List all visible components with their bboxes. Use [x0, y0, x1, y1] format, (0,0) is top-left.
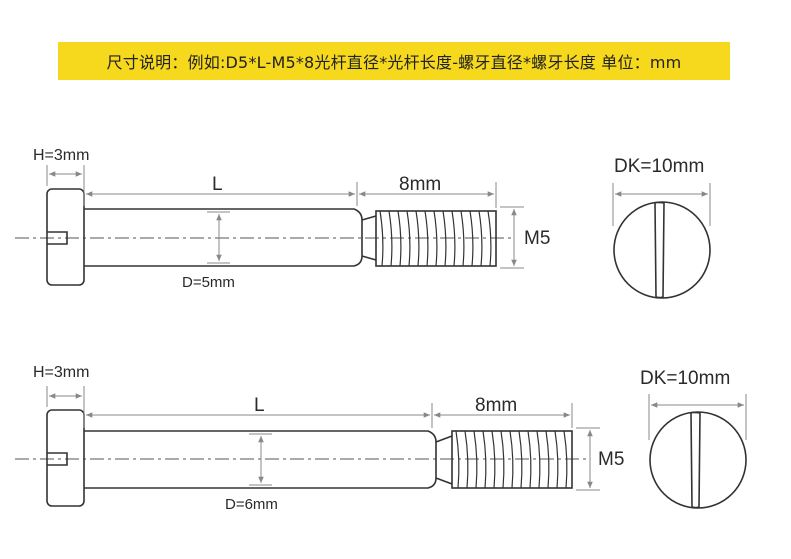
screw-1-dimensions: [46, 165, 711, 269]
thread-line: [469, 210, 474, 267]
screw-1-thread-length-label: 8mm: [399, 174, 441, 195]
screw-2-head-diameter-label: DK=10mm: [640, 368, 730, 389]
screw-1-side-view: [15, 188, 512, 286]
screw-1-neck: [361, 215, 377, 261]
screw-2-thread-lines: [455, 430, 568, 489]
screw-1-head-diameter-label: DK=10mm: [614, 156, 704, 177]
screw-1-head-circle: [613, 201, 711, 299]
screw-2-thread-size-label: M5: [598, 449, 624, 470]
screw-2-thread-length-label: 8mm: [475, 395, 517, 416]
thread-line: [563, 430, 568, 489]
thread-line: [424, 210, 429, 267]
screw-2-shank: [84, 430, 437, 489]
screw-1-thread-size-label: M5: [524, 228, 550, 249]
thread-line: [491, 430, 496, 489]
thread-line: [527, 430, 532, 489]
screw-1-shank-length-label: L: [212, 174, 223, 195]
thread-line: [442, 210, 447, 267]
screw-1-head: [46, 188, 85, 286]
screw-1-shank: [84, 208, 363, 267]
thread-line: [509, 430, 514, 489]
spec-banner: 尺寸说明：例如:D5*L-M5*8光杆直径*光杆长度-螺牙直径*螺牙长度 单位：…: [58, 42, 730, 80]
thread-line: [379, 210, 384, 267]
thread-line: [415, 210, 420, 267]
screw-2-diameter-label: D=6mm: [225, 496, 278, 513]
screw-2-end-view: [649, 411, 747, 509]
thread-line: [433, 210, 438, 267]
screw-1-head-height-label: H=3mm: [33, 147, 89, 164]
screw-2-end-slot: [690, 411, 701, 509]
thread-line: [545, 430, 550, 489]
screw-2-head-slot: [47, 452, 68, 466]
screw-2-shank-length-label: L: [254, 395, 265, 416]
thread-line: [518, 430, 523, 489]
screw-2-neck: [435, 435, 453, 485]
screw-1-end-view: [613, 201, 711, 299]
thread-line: [451, 210, 456, 267]
screw-2-dimensions: [46, 386, 747, 491]
thread-line: [482, 430, 487, 489]
thread-line: [536, 430, 541, 489]
thread-line: [554, 430, 559, 489]
thread-line: [500, 430, 505, 489]
thread-line: [388, 210, 393, 267]
thread-line: [406, 210, 411, 267]
spec-description: 尺寸说明：例如:D5*L-M5*8光杆直径*光杆长度-螺牙直径*螺牙长度 单位：…: [106, 53, 682, 72]
screw-2-head-circle: [649, 411, 747, 509]
screw-1-diameter-label: D=5mm: [182, 274, 235, 291]
screw-2-head: [46, 409, 85, 507]
thread-line: [478, 210, 483, 267]
screw-2-side-view: [15, 409, 590, 507]
screw-1-end-slot: [654, 201, 665, 299]
thread-line: [455, 430, 460, 489]
screw-1-thread-lines: [379, 210, 492, 267]
thread-line: [473, 430, 478, 489]
screw-1-head-slot: [47, 231, 68, 245]
screw-2-head-height-label: H=3mm: [33, 364, 89, 381]
thread-line: [397, 210, 402, 267]
thread-line: [487, 210, 492, 267]
thread-line: [464, 430, 469, 489]
thread-line: [460, 210, 465, 267]
